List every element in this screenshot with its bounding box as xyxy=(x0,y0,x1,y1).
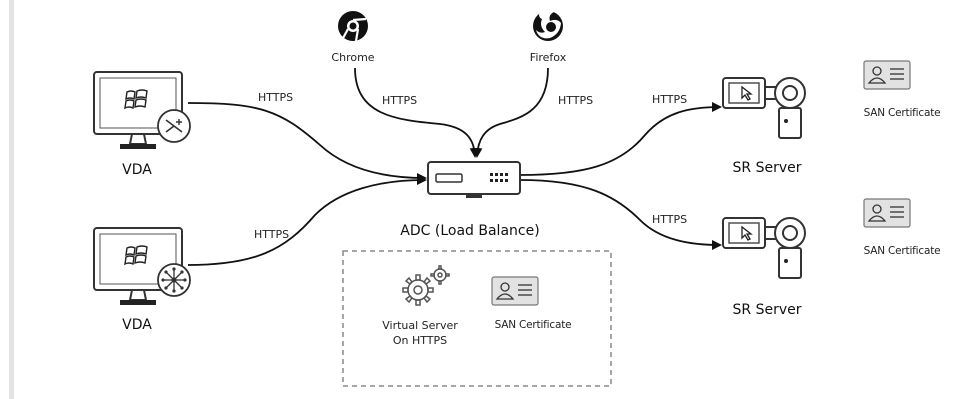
browser-label-firefox: Firefox xyxy=(530,51,567,64)
vda-1 xyxy=(93,71,191,150)
sr-server-camera-icon xyxy=(722,217,806,279)
virtual-server-box xyxy=(342,250,612,387)
link-label-vda1: HTTPS xyxy=(258,91,293,104)
link-vda2-adc xyxy=(187,175,427,266)
link-adc-server1 xyxy=(519,102,722,176)
vda-label-2: VDA xyxy=(122,317,152,333)
server2-certificate-label: SAN Certificate xyxy=(864,245,941,257)
gears-icon xyxy=(402,265,450,306)
server-label-2: SR Server xyxy=(733,302,802,318)
vda-2 xyxy=(93,227,191,306)
adc-label: ADC (Load Balance) xyxy=(400,223,539,239)
server1-certificate-label: SAN Certificate xyxy=(864,107,941,119)
network-plug-icon xyxy=(157,109,191,143)
virtual-server-label-line1: Virtual Server xyxy=(382,319,458,332)
chrome-icon xyxy=(338,11,368,42)
server-label-1: SR Server xyxy=(733,160,802,176)
certificate-icon xyxy=(863,60,911,90)
certificate-icon xyxy=(863,198,911,228)
load-balancer-appliance-icon xyxy=(427,161,521,198)
vda-label-1: VDA xyxy=(122,162,152,178)
browser-label-chrome: Chrome xyxy=(331,51,374,64)
link-chrome-adc xyxy=(354,67,480,158)
link-label-server2: HTTPS xyxy=(652,213,687,226)
sr-server-camera-icon xyxy=(722,77,806,139)
link-label-server1: HTTPS xyxy=(652,93,687,106)
link-adc-server2 xyxy=(519,179,722,250)
network-hub-icon xyxy=(157,263,191,297)
link-label-chrome: HTTPS xyxy=(382,94,417,107)
link-firefox-adc xyxy=(472,67,549,158)
adc-certificate-label: SAN Certificate xyxy=(495,319,572,331)
sr-server-2 xyxy=(722,217,806,279)
link-label-firefox: HTTPS xyxy=(558,94,593,107)
sr-server-1 xyxy=(722,77,806,139)
certificate-icon xyxy=(491,276,539,306)
link-label-vda2: HTTPS xyxy=(254,228,289,241)
firefox-icon xyxy=(533,9,563,41)
virtual-server-label-line2: On HTTPS xyxy=(393,334,447,347)
left-rail xyxy=(9,0,14,399)
link-vda1-adc xyxy=(187,102,427,183)
